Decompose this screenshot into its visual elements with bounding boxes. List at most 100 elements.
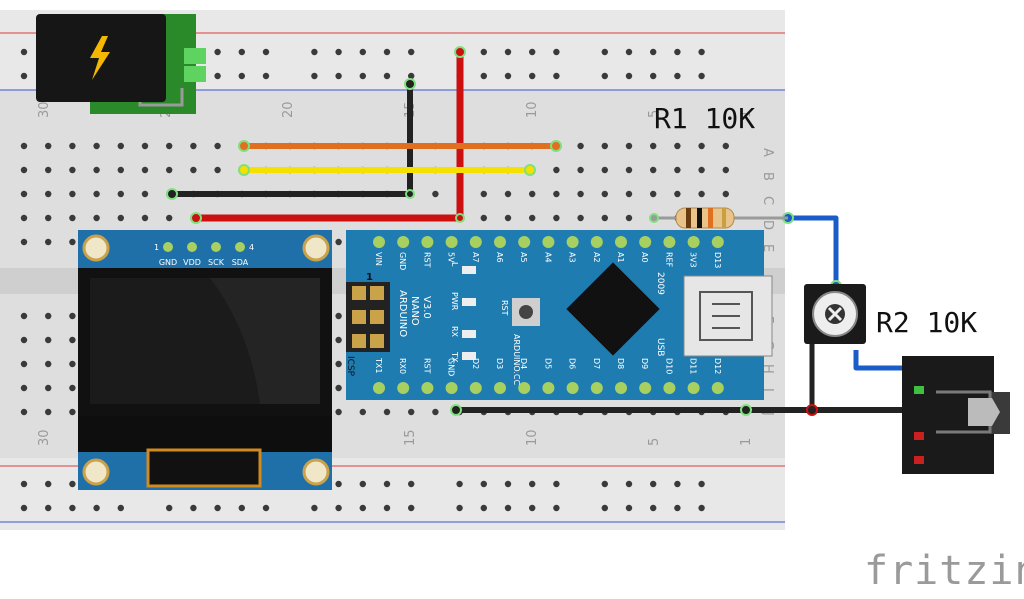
breadboard-hole — [45, 360, 52, 368]
breadboard-hole — [335, 360, 342, 368]
led-label: RX — [450, 326, 459, 338]
breadboard-hole — [650, 48, 657, 56]
breadboard-hole — [601, 72, 608, 80]
icsp-pin — [370, 334, 384, 348]
breadboard-hole — [214, 48, 221, 56]
breadboard-hole — [698, 480, 705, 488]
nano-pin — [590, 236, 603, 248]
nano-pin — [373, 236, 385, 248]
nano-pin-label: D7 — [592, 358, 601, 369]
breadboard-hole — [625, 72, 633, 80]
row-letter: I — [760, 388, 775, 392]
icsp-pin — [352, 310, 366, 324]
breadboard-hole — [383, 72, 391, 80]
usb-port — [699, 291, 753, 341]
breadboard-hole — [674, 190, 681, 198]
breadboard-hole — [45, 312, 52, 320]
wire-end — [550, 140, 562, 152]
col-number: 1 — [739, 110, 754, 118]
breadboard-hole — [383, 408, 391, 416]
breadboard-hole — [214, 166, 221, 174]
nano-pin-label: D3 — [495, 358, 504, 369]
breadboard-hole — [650, 480, 657, 488]
oled-mount-hole — [82, 234, 110, 262]
resistor-band — [686, 208, 691, 228]
audio-jack-barrel — [990, 392, 1010, 434]
wire-end — [405, 189, 415, 199]
breadboard-hole — [45, 166, 52, 174]
resistor-band — [722, 208, 726, 228]
breadboard-hole — [335, 312, 342, 320]
led-label: PWR — [450, 292, 459, 311]
nano-pin-label: GND — [447, 358, 456, 376]
nano-pin — [469, 236, 482, 248]
nano-pin — [615, 382, 627, 394]
breadboard-hole — [674, 48, 681, 56]
row-letter: B — [760, 172, 775, 181]
breadboard-hole — [529, 190, 536, 198]
breadboard-hole — [166, 142, 173, 150]
icsp-pin — [370, 310, 384, 324]
breadboard-hole — [262, 72, 270, 80]
wire-end — [806, 404, 818, 416]
breadboard-hole — [359, 504, 366, 512]
nano-pin — [397, 382, 410, 394]
breadboard-hole — [674, 504, 681, 512]
r1-label: R1 10K — [654, 102, 756, 135]
breadboard-hole — [141, 190, 149, 198]
breadboard-hole — [601, 214, 608, 222]
breadboard-hole — [20, 142, 28, 150]
breadboard-hole — [238, 72, 245, 80]
oled-display: 1 4 GND VDD SCK SDA — [78, 230, 332, 490]
col-number: 30 — [37, 429, 52, 446]
nano-pin-label: D6 — [568, 358, 577, 369]
nano-name-line: NANO — [409, 296, 420, 326]
breadboard-hole — [69, 384, 76, 392]
breadboard-hole — [674, 142, 681, 150]
wire-blue-audio — [853, 350, 918, 371]
nano-pin — [494, 382, 506, 394]
breadboard-hole — [601, 142, 608, 150]
breadboard-hole — [311, 72, 318, 80]
led-pwr — [462, 298, 476, 306]
breadboard-hole — [359, 408, 366, 416]
breadboard-hole — [45, 384, 52, 392]
pot-cross — [827, 306, 843, 322]
breadboard-hole — [69, 336, 76, 344]
nano-pin — [615, 236, 627, 248]
breadboard-hole — [480, 480, 487, 488]
breadboard-hole — [650, 190, 657, 198]
nano-pin — [687, 236, 700, 248]
breadboard-hole — [190, 142, 197, 150]
breadboard-hole — [601, 480, 608, 488]
nano-pin-label: D11 — [689, 358, 698, 374]
breadboard-hole — [674, 480, 681, 488]
wire-end — [404, 78, 416, 90]
breadboard-hole — [335, 48, 342, 56]
breadboard-hole — [117, 166, 125, 174]
breadboard-hole — [69, 166, 76, 174]
nano-year: 2009 — [655, 272, 665, 295]
oled-pin — [187, 242, 197, 252]
breadboard-hole — [432, 190, 439, 198]
nano-pin-label: D13 — [713, 252, 722, 268]
breadboard-hole — [69, 142, 76, 150]
nano-pin — [566, 236, 579, 248]
nano-pin — [663, 382, 676, 394]
breadboard-hole — [20, 214, 28, 222]
icsp-label: ICSP — [345, 356, 355, 377]
nano-pin-label: D8 — [616, 358, 625, 369]
breadboard-hole — [504, 48, 512, 56]
breadboard-hole — [553, 480, 560, 488]
breadboard-hole — [190, 504, 197, 512]
nano-name-line: ARDUINO — [397, 290, 408, 337]
oled-pin — [163, 242, 173, 252]
nano-pin-label: A2 — [592, 252, 601, 263]
breadboard-hole — [20, 238, 28, 246]
nano-pin-label: 5V — [447, 252, 456, 263]
breadboard-hole — [93, 504, 100, 512]
